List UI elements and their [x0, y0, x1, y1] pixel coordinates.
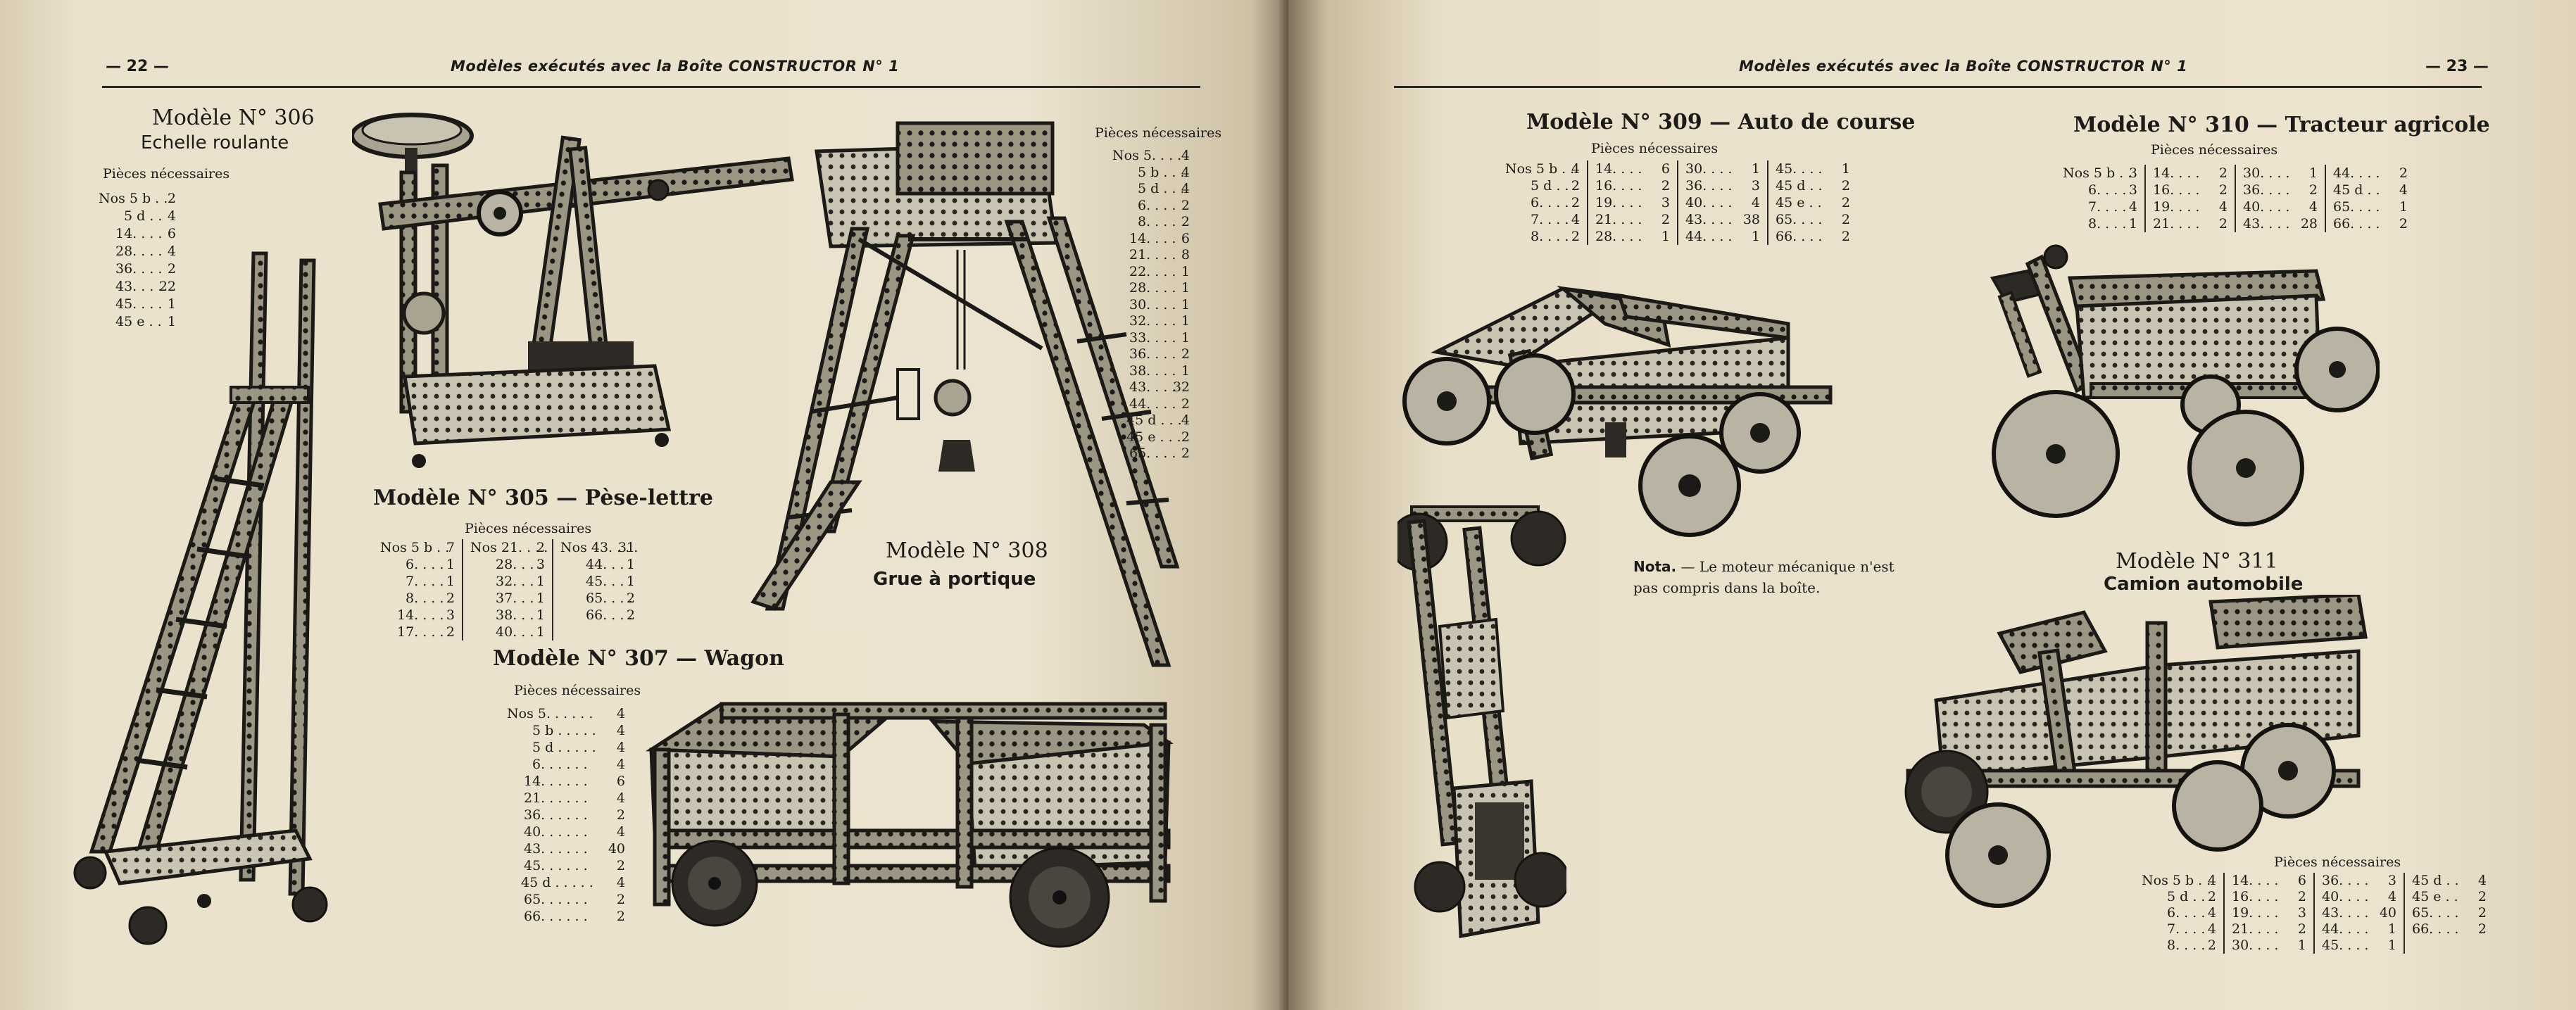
tractor-illustration [1990, 244, 2380, 526]
model-305-title: Modèle N° 305 — Pèse-lettre [373, 486, 713, 510]
left-page-header: Modèles exécutés avec la Boîte CONSTRUCT… [451, 58, 900, 75]
left-header-rule [102, 86, 1200, 88]
model-308-parts-label: Pièces nécessaires [1095, 125, 1222, 141]
model-309-parts-label: Pièces nécessaires [1591, 141, 1719, 156]
model-311-subtitle: Camion automobile [2104, 574, 2304, 595]
parts-row: 14. . . .6 [115, 226, 176, 241]
parts-row: Nos 5 b . .2 [99, 191, 176, 206]
model-306-title: Modèle N° 306 [152, 106, 315, 130]
left-page-number: — 22 — [106, 58, 169, 75]
right-page-header: Modèles exécutés avec la Boîte CONSTRUCT… [1739, 58, 2188, 75]
model-311-parts-label: Pièces nécessaires [2274, 854, 2401, 870]
model-306-subtitle: Echelle roulante [141, 132, 289, 153]
model-306-parts-list: Nos 5 b . .2 5 d . .4 14. . . .6 28. . .… [99, 190, 176, 331]
model-307-title: Modèle N° 307 — Wagon [493, 646, 784, 671]
parts-row: 5 d . .4 [124, 208, 176, 224]
parts-column: Nos 43. . . .31 44. . . .1 45. . . .1 65… [552, 539, 642, 640]
model-306-parts-label: Pièces nécessaires [103, 166, 230, 182]
right-page-number: — 23 — [2425, 58, 2489, 75]
parts-row: 43. . . .22 [115, 279, 176, 294]
parts-column: Nos 21. . . .2 28. . . .3 32. . . .1 37.… [462, 539, 552, 640]
model-308-subtitle: Grue à portique [873, 569, 1036, 590]
model-311-title: Modèle N° 311 [2116, 549, 2278, 574]
right-header-rule [1394, 86, 2482, 88]
rolling-ladder-illustration [73, 251, 328, 945]
parts-row: 45 e . .1 [115, 314, 176, 329]
race-car-illustration [1402, 285, 1833, 537]
model-307-parts-list: Nos 5. . . . . .4 5 b . . . . .4 5 d . .… [507, 706, 625, 924]
nota-note: Nota. — Le moteur mécanique n'est pas co… [1633, 558, 1895, 596]
truck-illustration [1904, 595, 2368, 908]
model-308-parts-list: Nos 5. . . .4 5 b . . .4 5 d . . .4 6. .… [1112, 148, 1190, 461]
model-307-parts-label: Pièces nécessaires [514, 683, 641, 698]
model-305-parts-table: Nos 5 b . .7 6. . . .1 7. . . .1 8. . . … [380, 539, 642, 640]
parts-row: 45. . . .1 [115, 296, 176, 312]
model-308-title: Modèle N° 308 [886, 538, 1048, 563]
parts-column: Nos 5 b . .7 6. . . .1 7. . . .1 8. . . … [380, 540, 455, 640]
wagon-illustration [646, 702, 1174, 948]
parts-row: 28. . . .4 [115, 244, 176, 259]
chassis-illustration [1397, 505, 1566, 938]
model-310-parts-label: Pièces nécessaires [2151, 142, 2278, 158]
left-page: — 22 — Modèles exécutés avec la Boîte CO… [0, 0, 1288, 1010]
model-305-parts-label: Pièces nécessaires [465, 521, 592, 536]
gantry-crane-illustration [750, 121, 1180, 667]
parts-row: 36. . . .2 [115, 261, 176, 277]
model-309-title: Modèle N° 309 — Auto de course [1526, 110, 1916, 134]
right-page: Modèles exécutés avec la Boîte CONSTRUCT… [1288, 0, 2576, 1010]
model-310-title: Modèle N° 310 — Tracteur agricole [2073, 113, 2490, 137]
letter-scale-illustration [352, 113, 794, 468]
